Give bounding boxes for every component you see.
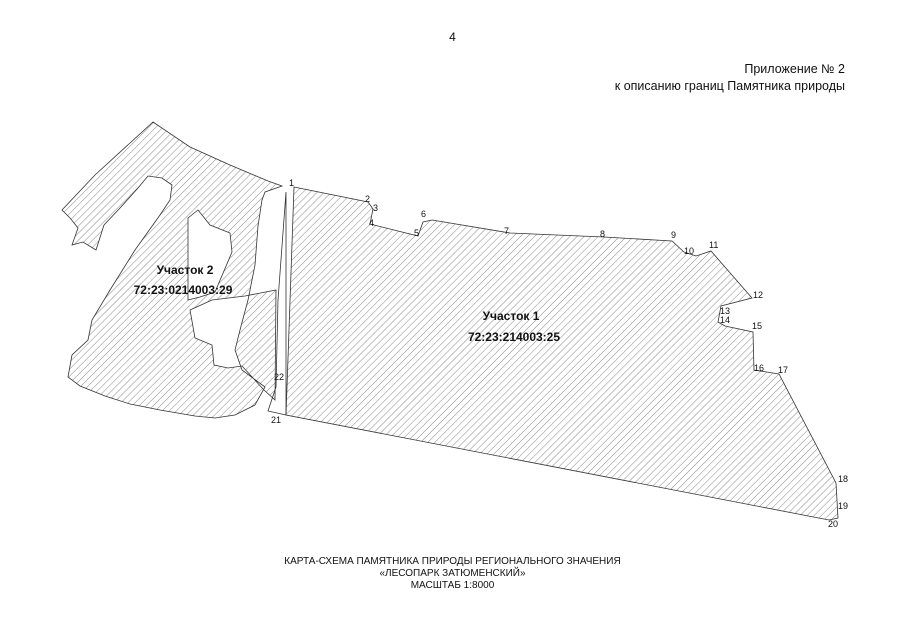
point-label-15: 15 [752,321,762,331]
point-label-13: 13 [720,306,730,316]
point-label-19: 19 [838,501,848,511]
point-label-8: 8 [600,229,605,239]
map-caption-scale: МАСШТАБ 1:8000 [410,580,495,591]
point-label-4: 4 [369,218,374,228]
point-label-1: 1 [289,178,294,188]
point-label-17: 17 [778,365,788,375]
map-caption-title: КАРТА-СХЕМА ПАМЯТНИКА ПРИРОДЫ РЕГИОНАЛЬН… [284,556,621,567]
plot-2-name: Участок 2 [157,263,214,277]
point-labels: 1 2 3 4 5 6 7 8 9 10 11 12 13 14 15 16 1… [271,178,848,529]
plot-1-area [285,186,839,521]
point-label-12: 12 [753,290,763,300]
point-label-14: 14 [720,315,730,325]
point-label-16: 16 [754,363,764,373]
point-label-5: 5 [414,228,419,238]
point-label-6: 6 [421,209,426,219]
point-label-11: 11 [709,240,718,250]
appendix-title: Приложение № 2 [744,62,845,76]
appendix-subtitle: к описанию границ Памятника природы [614,79,845,93]
point-label-18: 18 [838,474,848,484]
plot-1-cadastral: 72:23:214003:25 [468,330,560,344]
point-label-3: 3 [373,203,378,213]
strip-boundary [267,191,287,416]
plot-1-name: Участок 1 [483,309,540,323]
point-label-22: 22 [274,372,284,382]
point-label-9: 9 [671,230,676,240]
point-label-21: 21 [271,415,281,425]
point-label-20: 20 [828,519,838,529]
point-label-2: 2 [365,194,370,204]
map-caption-name: «ЛЕСОПАРК ЗАТЮМЕНСКИЙ» [379,568,526,579]
plot-2-cadastral: 72:23:0214003:29 [134,283,233,297]
point-label-7: 7 [504,226,509,236]
plot-2-area [61,121,284,419]
page-number: 4 [449,30,456,44]
point-label-10: 10 [684,246,694,256]
